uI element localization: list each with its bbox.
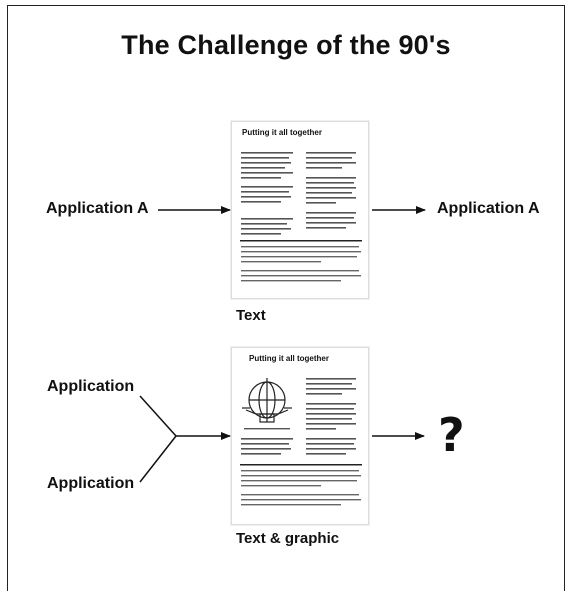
page-frame xyxy=(7,5,565,591)
document-title: Putting it all together xyxy=(249,354,329,363)
globe-illustration-icon xyxy=(242,378,292,423)
input-label-application-2: Application xyxy=(47,475,135,492)
document-text-lines xyxy=(240,152,362,282)
text-document-thumbnail: Putting it all together xyxy=(231,121,369,299)
output-label-application-a: Application A xyxy=(437,200,540,217)
branch-line-upper xyxy=(139,395,177,437)
document-title: Putting it all together xyxy=(242,128,322,137)
branch-line-lower xyxy=(139,435,177,483)
text-graphic-document-thumbnail: Putting it all together xyxy=(231,347,369,525)
caption-text-and-graphic: Text & graphic xyxy=(236,530,340,547)
document-graphic-and-lines xyxy=(240,378,362,506)
input-label-application-1: Application xyxy=(47,378,135,395)
unknown-output-question-mark: ? xyxy=(438,408,465,462)
caption-text: Text xyxy=(236,307,266,324)
page-title: The Challenge of the 90's xyxy=(121,30,451,60)
input-label-application-a: Application A xyxy=(46,200,149,217)
